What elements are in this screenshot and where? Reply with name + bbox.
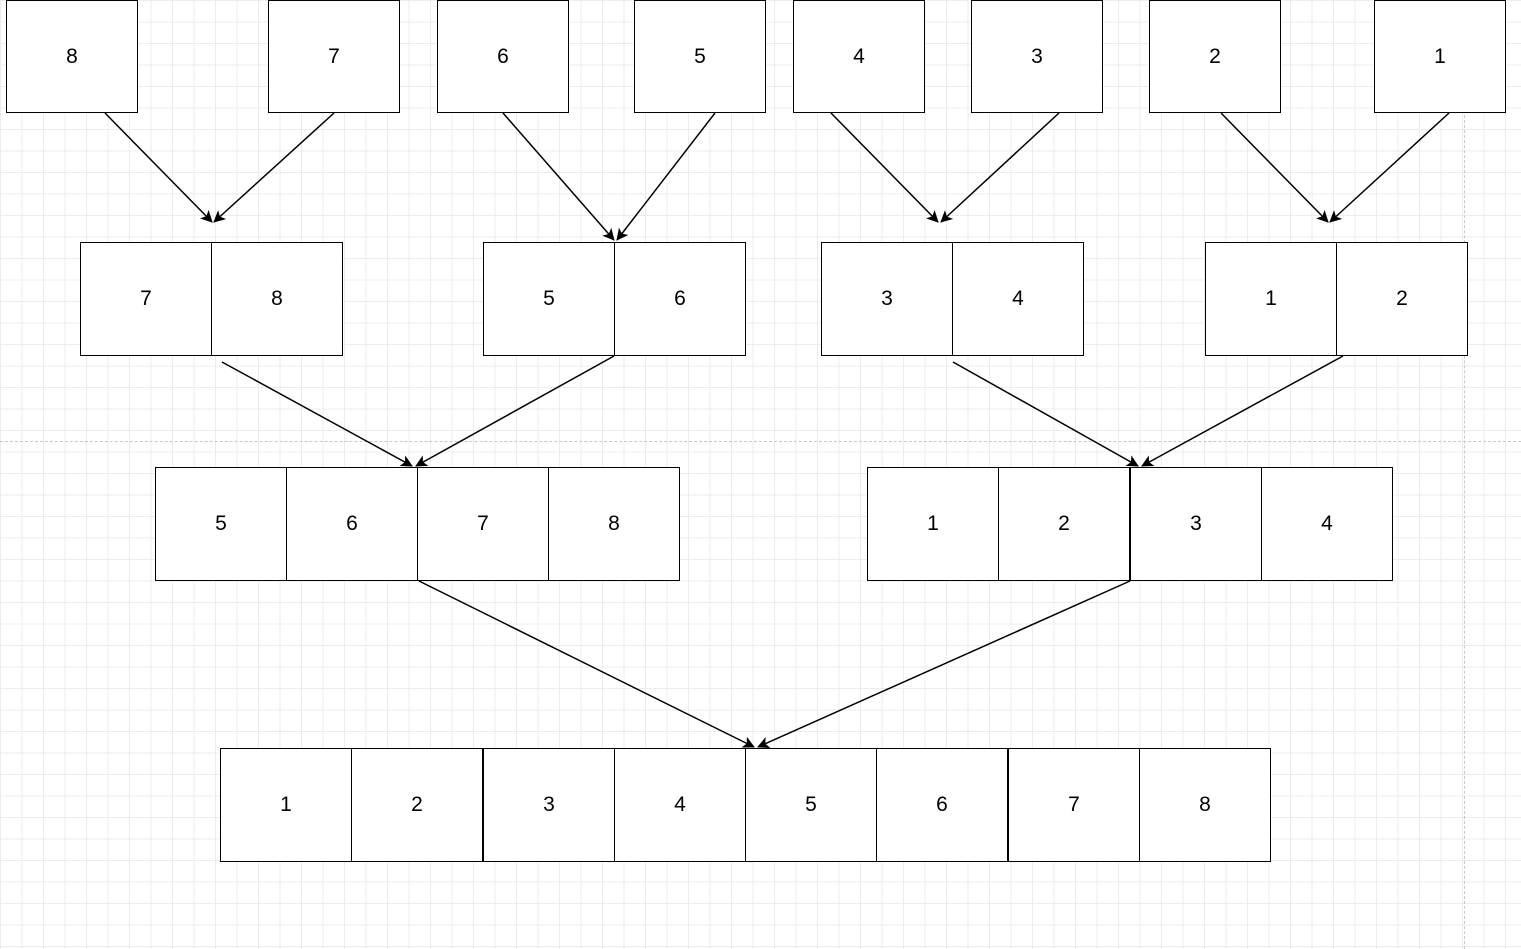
page-break-horizontal bbox=[0, 441, 1521, 442]
pair-cell[interactable]: 7 bbox=[80, 242, 212, 356]
leaf-box[interactable]: 2 bbox=[1149, 0, 1281, 113]
arrow-pair-78-to-quad-5678[interactable] bbox=[221, 361, 413, 467]
final-cell[interactable]: 5 bbox=[745, 748, 877, 862]
arrow-7-to-pair-78[interactable] bbox=[213, 112, 335, 223]
leaf-box[interactable]: 5 bbox=[634, 0, 766, 113]
pair-cell[interactable]: 8 bbox=[211, 242, 343, 356]
final-cell[interactable]: 4 bbox=[614, 748, 746, 862]
quad-cell[interactable]: 2 bbox=[998, 467, 1130, 581]
arrow-8-to-pair-78[interactable] bbox=[104, 112, 213, 223]
quad-cell[interactable]: 5 bbox=[155, 467, 287, 581]
final-cell[interactable]: 8 bbox=[1139, 748, 1271, 862]
leaf-box[interactable]: 8 bbox=[6, 0, 138, 113]
page-break-vertical bbox=[1464, 0, 1465, 949]
arrow-quad-5678-to-final[interactable] bbox=[418, 580, 755, 748]
arrow-2-to-pair-12[interactable] bbox=[1220, 112, 1329, 223]
leaf-box[interactable]: 4 bbox=[793, 0, 925, 113]
arrow-1-to-pair-12[interactable] bbox=[1329, 112, 1450, 223]
arrow-pair-34-to-quad-1234[interactable] bbox=[952, 361, 1139, 467]
final-cell[interactable]: 7 bbox=[1008, 748, 1140, 862]
pair-cell[interactable]: 5 bbox=[483, 242, 615, 356]
arrow-5-to-pair-56[interactable] bbox=[616, 112, 716, 241]
leaf-box[interactable]: 3 bbox=[971, 0, 1103, 113]
arrow-pair-56-to-quad-5678[interactable] bbox=[415, 355, 615, 467]
final-cell[interactable]: 2 bbox=[351, 748, 483, 862]
pair-cell[interactable]: 4 bbox=[952, 242, 1084, 356]
pair-cell[interactable]: 2 bbox=[1336, 242, 1468, 356]
quad-cell[interactable]: 3 bbox=[1130, 467, 1262, 581]
arrow-6-to-pair-56[interactable] bbox=[502, 112, 615, 241]
pair-cell[interactable]: 6 bbox=[614, 242, 746, 356]
quad-cell[interactable]: 7 bbox=[417, 467, 549, 581]
quad-cell[interactable]: 8 bbox=[548, 467, 680, 581]
arrow-pair-12-to-quad-1234[interactable] bbox=[1141, 355, 1344, 467]
quad-cell[interactable]: 6 bbox=[286, 467, 418, 581]
quad-cell[interactable]: 1 bbox=[867, 467, 999, 581]
leaf-box[interactable]: 1 bbox=[1374, 0, 1506, 113]
leaf-box[interactable]: 6 bbox=[437, 0, 569, 113]
arrow-3-to-pair-34[interactable] bbox=[940, 112, 1060, 223]
arrow-4-to-pair-34[interactable] bbox=[830, 112, 939, 223]
final-cell[interactable]: 1 bbox=[220, 748, 352, 862]
final-cell[interactable]: 3 bbox=[483, 748, 615, 862]
pair-cell[interactable]: 3 bbox=[821, 242, 953, 356]
arrow-quad-1234-to-final[interactable] bbox=[757, 580, 1131, 748]
final-cell[interactable]: 6 bbox=[876, 748, 1008, 862]
quad-cell[interactable]: 4 bbox=[1261, 467, 1393, 581]
leaf-box[interactable]: 7 bbox=[268, 0, 400, 113]
pair-cell[interactable]: 1 bbox=[1205, 242, 1337, 356]
